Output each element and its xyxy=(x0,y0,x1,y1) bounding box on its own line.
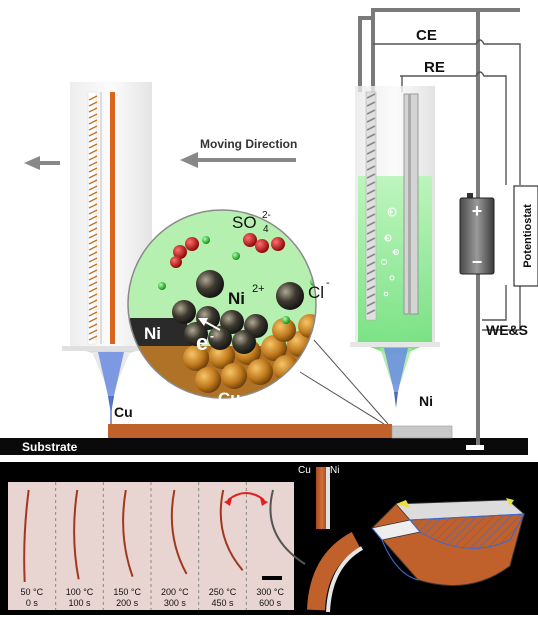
bilayer-cu-label: Cu xyxy=(298,465,311,476)
svg-text:+: + xyxy=(388,207,393,217)
copper-layer xyxy=(108,424,392,438)
inset-nickel-layer xyxy=(128,318,198,346)
sulfate-sub: 4 xyxy=(263,224,269,235)
sample-time-label: 300 s xyxy=(164,598,187,608)
micrograph-background xyxy=(8,482,294,610)
battery-minus: − xyxy=(472,252,483,272)
sample-temperature-label: 50 °C xyxy=(21,587,44,597)
zoom-lines xyxy=(299,339,389,425)
battery-icon: + − xyxy=(459,193,495,275)
sample-time-label: 600 s xyxy=(259,598,282,608)
bilayer-copper-bar xyxy=(316,467,328,529)
bilayer-ni-label: Ni xyxy=(330,465,339,476)
svg-text:+: + xyxy=(384,233,389,243)
sulfate-label: SO xyxy=(232,213,257,232)
re-label: RE xyxy=(424,59,445,76)
sample-time-label: 0 s xyxy=(26,598,39,608)
sample-time-label: 200 s xyxy=(116,598,139,608)
inset-cu-label: Cu xyxy=(218,389,241,408)
3d-bent-block xyxy=(371,498,526,587)
sample-temperature-label: 150 °C xyxy=(113,587,141,597)
bending-arrow xyxy=(227,492,265,501)
ni-label-right: Ni xyxy=(419,393,433,409)
substrate-label: Substrate xyxy=(22,440,78,454)
cl-sup: - xyxy=(326,277,330,289)
bent-bilayer xyxy=(307,532,361,611)
counter-electrode xyxy=(365,91,377,321)
micrograph-strip xyxy=(269,489,306,565)
micrograph-strips xyxy=(23,489,306,583)
svg-text:+: + xyxy=(392,247,397,257)
potentiostat-label: Potentiostat xyxy=(522,204,534,268)
sample-temperature-label: 200 °C xyxy=(161,587,189,597)
moving-direction-arrow xyxy=(180,152,296,168)
bilayer-nickel-bar xyxy=(326,467,330,529)
electron-sup: - xyxy=(210,329,214,343)
ni-ion-sup: 2+ xyxy=(252,283,265,295)
right-pipette: +++ xyxy=(350,86,440,408)
battery-plus: + xyxy=(472,201,483,221)
micrograph-strip xyxy=(73,489,80,580)
substrate-bar xyxy=(0,438,528,455)
scale-bar xyxy=(262,576,282,580)
ion-bubbles xyxy=(381,207,399,297)
substrate-contact xyxy=(466,445,484,450)
sulfate-sup: 2- xyxy=(262,210,271,221)
ion-plus-signs: +++ xyxy=(384,207,397,257)
bilayer-schematic: Cu Ni xyxy=(298,465,526,613)
micrograph-strip xyxy=(122,489,134,577)
sample-time-label: 100 s xyxy=(68,598,91,608)
sample-temperature-label: 300 °C xyxy=(256,587,284,597)
ni-ion-label: Ni xyxy=(228,289,245,308)
micrograph-strip xyxy=(170,489,188,575)
nickel-atoms xyxy=(172,270,304,354)
micrograph-strip xyxy=(23,489,30,583)
cu-label-left: Cu xyxy=(114,404,133,420)
inset-ni-label: Ni xyxy=(144,324,161,343)
potentiostat-box xyxy=(513,185,538,287)
nickel-layer xyxy=(391,425,453,439)
sample-time-label: 450 s xyxy=(211,598,234,608)
ce-label: CE xyxy=(416,27,437,44)
micrograph-strip xyxy=(219,489,244,571)
sample-temperature-label: 100 °C xyxy=(66,587,94,597)
electron-label: e xyxy=(196,330,208,355)
cl-label: Cl xyxy=(308,283,324,302)
left-coil xyxy=(88,95,98,341)
we-s-label: WE&S xyxy=(486,322,528,338)
sulfate-ions xyxy=(170,233,285,268)
moving-direction-label: Moving Direction xyxy=(200,137,297,151)
signal-wires xyxy=(373,39,521,331)
reaction-inset xyxy=(127,209,317,399)
left-arrow-icon xyxy=(24,156,60,170)
sample-temperature-label: 250 °C xyxy=(209,587,237,597)
